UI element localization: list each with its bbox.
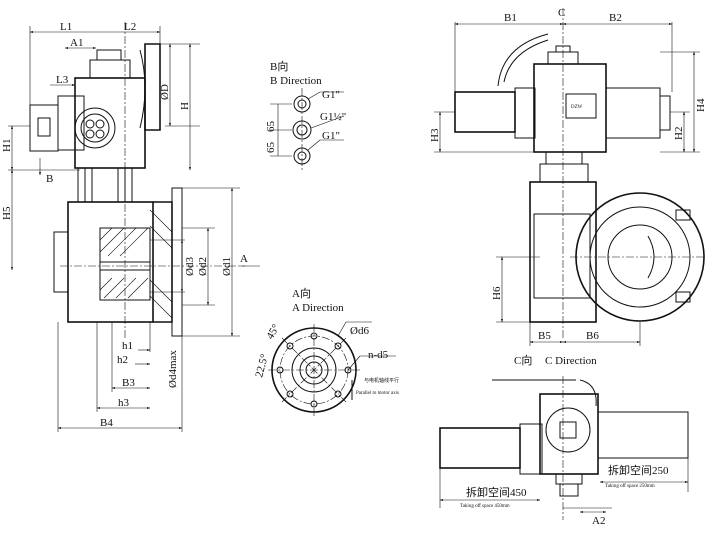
dim-H6: H6: [491, 286, 503, 300]
a-direction-title-cn: A向: [292, 286, 311, 300]
c-direction-view: C向 C Direction 拆卸空间450 Taking off space …: [439, 353, 689, 527]
dim-H4: H4: [695, 98, 707, 112]
dim-H1: H1: [1, 139, 13, 152]
angle-45: 45°: [264, 322, 282, 341]
dim-H5: H5: [1, 206, 13, 220]
dim-A2: A2: [592, 515, 605, 527]
c-direction-title-cn: C向: [514, 353, 532, 367]
dim-B2: B2: [609, 12, 622, 24]
dim-d4max: Ød4max: [167, 350, 179, 388]
dim-h2: h2: [117, 354, 128, 366]
b-port-2: G1½": [320, 111, 346, 123]
dim-H: H: [179, 102, 191, 110]
c-direction-title-en: C Direction: [545, 355, 597, 367]
dim-A1: A1: [70, 37, 83, 49]
b-port-3: G1": [322, 130, 340, 142]
b-spacing-2: 65: [265, 142, 277, 154]
dim-H3: H3: [429, 128, 441, 142]
dim-d6: Ød6: [350, 325, 369, 337]
mark-B: B: [46, 173, 53, 185]
parallel-label-cn: 与电机轴线平行: [364, 377, 399, 384]
dim-B3: B3: [122, 377, 135, 389]
dim-B1: B1: [504, 12, 517, 24]
dim-L3: L3: [56, 74, 69, 86]
nameplate: DZW: [571, 105, 583, 110]
b-spacing-1: 65: [265, 121, 277, 133]
right-front-view: B1 C B2 DZW H4 H2 H3: [429, 7, 707, 346]
dim-d2: Ød2: [197, 257, 209, 276]
angle-22-5: 22.5°: [253, 353, 271, 379]
dim-B6: B6: [586, 330, 599, 342]
a-direction-title-en: A Direction: [292, 302, 344, 314]
dim-L1: L1: [60, 21, 72, 33]
dim-h1: h1: [122, 340, 133, 352]
space-450-cn: 拆卸空间450: [466, 485, 527, 499]
dim-d3: Ød3: [184, 257, 196, 276]
space-250-cn: 拆卸空间250: [608, 463, 669, 477]
b-direction-view: B向 B Direction 65 65 G1" G1½" G1": [265, 59, 346, 172]
dim-H2: H2: [673, 127, 685, 140]
left-side-view: L1 L2 A1 L3 ØD H H1: [1, 21, 260, 432]
dim-h3: h3: [118, 397, 130, 409]
dim-B4: B4: [100, 417, 113, 429]
a-direction-view: A向 A Direction 45° 22.5° Ød6 n-d5 与电机轴线平…: [253, 286, 399, 416]
dim-L2: L2: [124, 21, 136, 33]
space-250-en: Taking off space 250mm: [605, 484, 655, 489]
dim-B5: B5: [538, 330, 551, 342]
dim-d1: Ød1: [221, 257, 233, 276]
space-450-en: Taking off space 450mm: [460, 504, 510, 509]
parallel-label-en: Parallel to motor axis: [356, 391, 399, 396]
dim-n-d5: n-d5: [368, 349, 389, 361]
b-port-1: G1": [322, 89, 340, 101]
dim-C: C: [558, 7, 565, 19]
b-direction-title-cn: B向: [270, 59, 288, 73]
mark-A: A: [240, 253, 248, 265]
dim-D: ØD: [159, 84, 171, 100]
b-direction-title-en: B Direction: [270, 75, 322, 87]
